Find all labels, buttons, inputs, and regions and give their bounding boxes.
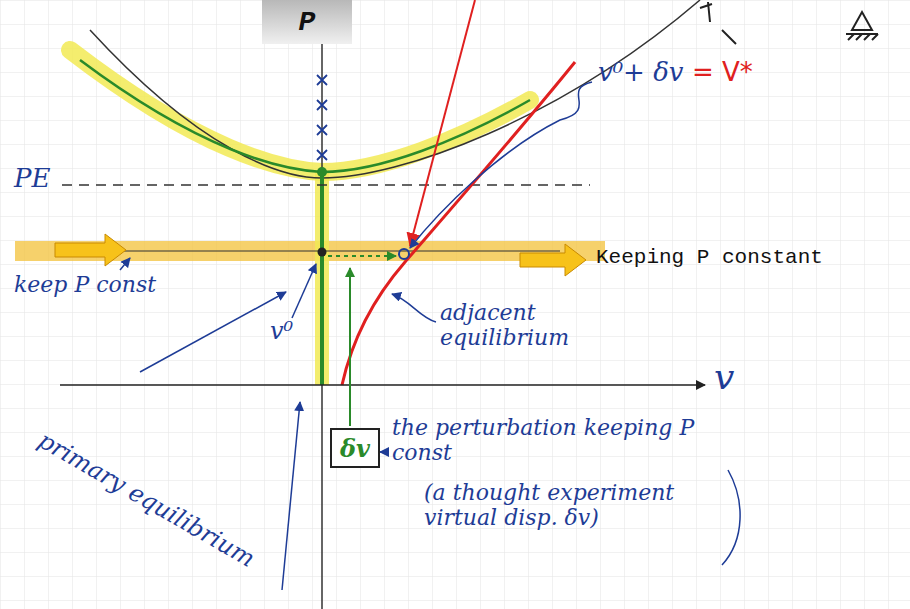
sketch-stroke (317, 125, 327, 135)
perturbed-state-red: = V* (692, 58, 753, 88)
sketch-stroke (392, 294, 436, 322)
parabola (90, 0, 700, 178)
load-axis (321, 0, 323, 609)
red-pointer (410, 0, 475, 246)
critical-load: PE (14, 164, 50, 194)
load-label-box: P (262, 0, 352, 44)
sketch-stroke (410, 82, 592, 248)
yellow-arrow (55, 234, 126, 266)
node-text: P (299, 7, 316, 38)
sketch-stroke (722, 30, 736, 44)
sketch-stroke (852, 12, 872, 30)
primary-state: v⁰ (270, 318, 293, 346)
cross-marks (317, 75, 327, 160)
virtual-displacement (328, 255, 396, 257)
primary-path (320, 172, 324, 385)
sketch-stroke (120, 258, 130, 270)
note: the perturbation keeping P const (392, 415, 722, 466)
sketch-stroke (722, 470, 740, 565)
axis-label: v (714, 356, 734, 397)
green-leader (349, 268, 351, 426)
constant-load-line (60, 250, 560, 251)
sketch-stroke (317, 150, 327, 160)
curve-label: adjacent equilibrium (440, 300, 590, 351)
critical-load-line (62, 184, 590, 186)
note: keep P const (14, 272, 156, 297)
sketch-stroke (282, 402, 300, 590)
node-text: δv (340, 434, 370, 463)
sketch-stroke (140, 292, 286, 372)
top-fragments (700, 2, 878, 44)
note: (a thought experiment virtual disp. δv) (424, 480, 724, 531)
yellow-highlight (315, 172, 329, 385)
sketch-stroke (317, 75, 327, 85)
leader-lines (120, 82, 740, 590)
sketch-stroke (380, 451, 388, 453)
sketch-stroke (846, 34, 878, 40)
critical-point (317, 167, 327, 177)
displacement-axis (60, 384, 705, 386)
yellow-arrow (520, 244, 586, 276)
primary-point (318, 248, 327, 257)
perturbed-point (399, 249, 409, 259)
sketch-stroke (292, 264, 316, 318)
perturbation-box: δv (330, 428, 380, 468)
note: Keeping P constant (596, 246, 823, 270)
yellow-highlight (70, 50, 530, 172)
stable-branch (80, 60, 530, 172)
sketch-stroke (317, 100, 327, 110)
perturbed-state: v⁰+ δv (598, 58, 684, 88)
sketch-stroke (700, 2, 712, 22)
